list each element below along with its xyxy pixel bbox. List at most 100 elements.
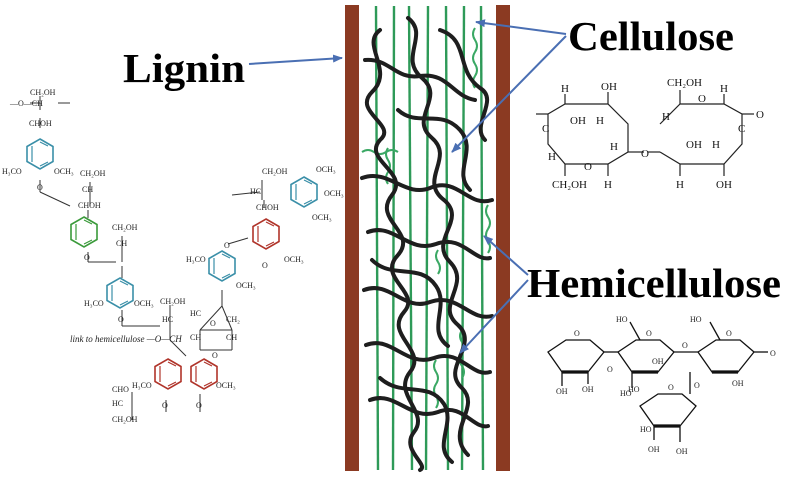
lignin-o-4: O (118, 315, 124, 324)
hemicellulose-label: Hemicellulose (527, 260, 781, 306)
hemicellulose-arrow-2 (459, 279, 529, 354)
lignin-o-10b: O (196, 401, 202, 410)
lignin-choh-6: CHOH (256, 203, 279, 212)
cellulose-arrow-2 (451, 35, 567, 153)
lignin-ch-2: CH (82, 185, 93, 194)
hemi-o-link-2: O (682, 341, 688, 350)
lignin-hc-5: HC (162, 315, 173, 324)
lignin-hc-6: HC (250, 187, 261, 196)
cellulose-structure: H OH C OH H H H O CH₂OH H O CH₂OH H O H … (536, 77, 764, 191)
lignin-label: Lignin (123, 45, 245, 91)
lignin-o-ch-1: —O—CH (9, 99, 43, 108)
cellulose-h-3: H (548, 151, 556, 163)
fiber-wall-left (345, 5, 359, 471)
hemi-oh-5: OH (648, 445, 660, 454)
fiber-bundle (345, 5, 510, 472)
cellulose-arrow-1 (475, 19, 567, 35)
hemi-ho-5: HO (640, 425, 652, 434)
cellulose-h-8: H (712, 139, 720, 151)
lignin-o-9b: O (212, 351, 218, 360)
lignin-h3co-10: H₃CO (132, 381, 152, 390)
hemi-ho-3: HO (690, 315, 702, 324)
link-to-hemicellulose: link to hemicellulose —O—CH (70, 334, 182, 344)
lignin-och3-7: OCH₃ (284, 255, 304, 264)
hemi-ho-4: HO (628, 385, 640, 394)
lignin-och3-1: OCH₃ (54, 167, 74, 176)
hemi-o-ring-2: O (646, 329, 652, 338)
lignin-arrow (248, 54, 343, 65)
lignin-cho-11: CHO (112, 385, 129, 394)
cellulose-oh-2: OH (570, 115, 586, 127)
cellulose-h-1: H (561, 83, 569, 95)
cellulose-h-4: H (610, 141, 618, 153)
lignin-ch2oh-2: CH₂OH (80, 169, 106, 178)
cellulose-o-end: O (756, 109, 764, 121)
lignin-ch-3: CH (116, 239, 127, 248)
cellulose-c-2: C (738, 123, 745, 135)
cellulose-ch2oh-2: CH₂OH (667, 77, 702, 89)
cellulose-ch2oh-1: CH₂OH (552, 179, 587, 191)
cellulose-o-ring-2: O (698, 93, 706, 105)
lignin-och3-6a: OCH₃ (316, 165, 336, 174)
lignin-o-1: O (37, 183, 43, 192)
lignin-o-9: O (210, 319, 216, 328)
lignin-och3-6c: OCH₃ (312, 213, 332, 222)
lignin-h3co-8: H₃CO (186, 255, 206, 264)
lignin-och3-6b: OCH₃ (324, 189, 344, 198)
lignin-o-7b: O (224, 241, 230, 250)
lignin-ch2oh-6: CH₂OH (262, 167, 288, 176)
cellulose-oh-4: OH (716, 179, 732, 191)
lignin-ch2oh-3: CH₂OH (112, 223, 138, 232)
cellulose-h-2: H (596, 115, 604, 127)
lignin-ch2oh-1: CH₂OH (30, 88, 56, 97)
annotation-arrows (248, 19, 567, 354)
hemi-oh-3: OH (652, 357, 664, 366)
hemi-oh-2: OH (582, 385, 594, 394)
cellulose-o-link: O (641, 148, 649, 160)
lignin-ch2-9: CH₂ (226, 315, 240, 324)
lignin-och3-4: OCH₃ (134, 299, 154, 308)
hemi-o-ring-3: O (726, 329, 732, 338)
hemi-ho-1: HO (616, 315, 628, 324)
hemi-o-link-1: O (607, 365, 613, 374)
hemi-oh-1: OH (556, 387, 568, 396)
lignin-och3-8: OCH₃ (236, 281, 256, 290)
hemi-o-link-3: O (694, 381, 700, 390)
hemi-o-ring-4: O (668, 383, 674, 392)
cellulose-h-9: H (676, 179, 684, 191)
hemi-o-end: O (770, 349, 776, 358)
lignin-network (360, 16, 494, 472)
cellulose-h-6: H (720, 83, 728, 95)
cellulose-c-1: C (542, 123, 549, 135)
lignin-o-7: O (262, 261, 268, 270)
cellulose-microfibrils (374, 5, 485, 471)
lignin-h3co-1: H₃CO (2, 167, 22, 176)
cellulose-oh-1: OH (601, 81, 617, 93)
lignin-ch-9b: CH (226, 333, 237, 342)
hemi-oh-6: OH (676, 447, 688, 456)
lignin-och3-10: OCH₃ (216, 381, 236, 390)
cellulose-label: Cellulose (568, 13, 734, 59)
lignin-h3co-4: H₃CO (84, 299, 104, 308)
hemi-ho-2: HO (620, 389, 632, 398)
lignin-structure: CH₂OH —O—CH CHOH H₃CO OCH₃ O CH₂OH CH CH… (2, 88, 344, 424)
lignin-choh-2: CHOH (78, 201, 101, 210)
lignin-hc-11: HC (112, 399, 123, 408)
cellulose-oh-3: OH (686, 139, 702, 151)
hemicellulose-structure: O OH OH O HO O HO OH O HO O OH O O HO O … (547, 315, 776, 456)
fiber-wall-right (496, 5, 510, 471)
lignin-o-10a: O (162, 401, 168, 410)
cellulose-o-ring-1: O (584, 161, 592, 173)
lignin-choh-1: CHOH (29, 119, 52, 128)
cellulose-h-5: H (604, 179, 612, 191)
lignin-ch2oh-5: CH₂OH (160, 297, 186, 306)
lignin-o-3: O (84, 253, 90, 262)
lignin-ch2oh-11: CH₂OH (112, 415, 138, 424)
hemi-o-ring-1: O (574, 329, 580, 338)
lignin-ch-9a: CH (190, 333, 201, 342)
cellulose-h-7: H (662, 111, 670, 123)
lignin-hc-9: HC (190, 309, 201, 318)
hemicellulose-arrow-1 (483, 235, 529, 276)
